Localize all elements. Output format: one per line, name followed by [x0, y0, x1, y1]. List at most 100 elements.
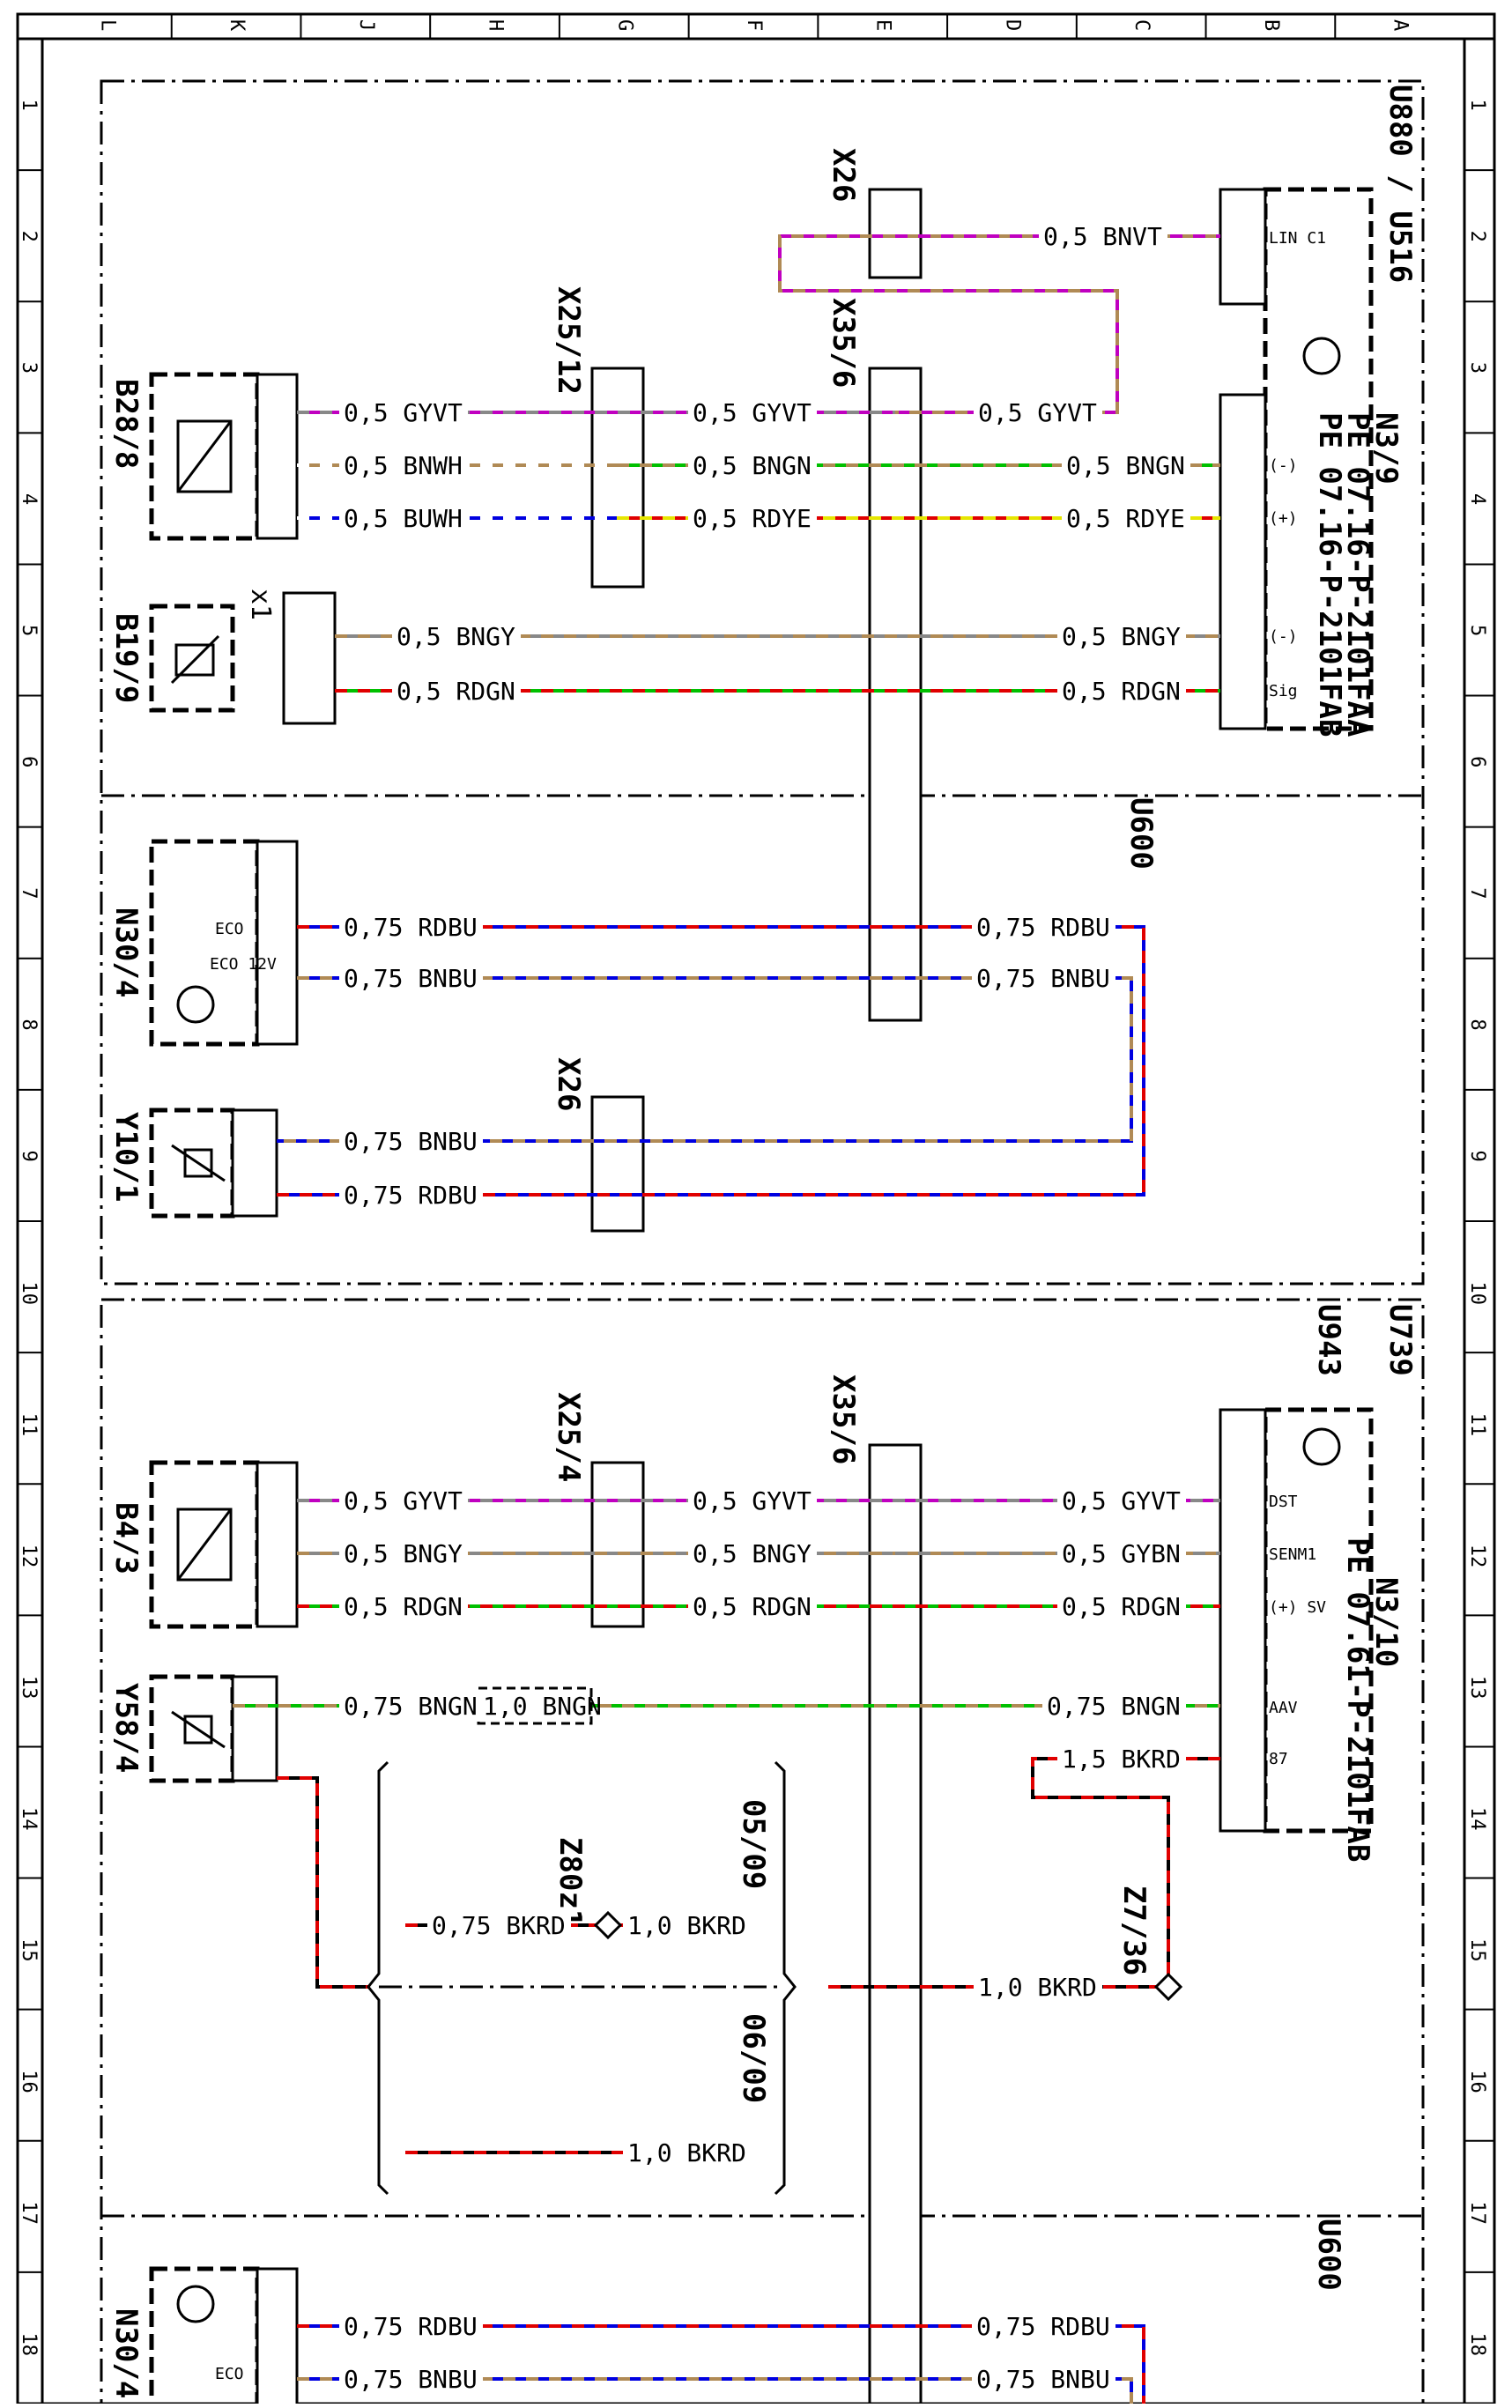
- n3-10-pinblock: [1219, 1408, 1267, 1833]
- wire3-bnbu-stripe: [297, 2377, 1133, 2404]
- x35-6-bot-conn: [868, 1443, 923, 2405]
- wire-label-bg: [1057, 622, 1186, 652]
- wire-label-w2_rdgn_a: 0,5 RDGN: [344, 1592, 463, 1621]
- grid-row-label: 14: [1466, 1807, 1488, 1831]
- wire-label-w_gyvt_a: 0,5 GYVT: [344, 398, 463, 427]
- y58-4-box: [149, 1674, 235, 1783]
- pin-n30-4-b-eco: ECO: [215, 2365, 244, 2383]
- wire-label-bg: [1057, 677, 1186, 707]
- wire-label-bg: [427, 1911, 571, 1941]
- grid-row-label: 3: [18, 362, 40, 374]
- label-x25-12: X25/12: [551, 286, 586, 395]
- wire-label-bg: [1039, 222, 1167, 252]
- grid-row-label: 5: [1466, 625, 1488, 636]
- grid-row-label: 9: [18, 1150, 40, 1161]
- grid-row-label: 18: [18, 2332, 40, 2356]
- wire-label-bg: [339, 1486, 468, 1516]
- n3-10-box: [1263, 1407, 1374, 1834]
- wire-label-bg: [974, 1973, 1102, 2003]
- grid-row-label: 11: [18, 1413, 40, 1437]
- pin-n3-10-senm1: SENM1: [1269, 1545, 1316, 1564]
- wire-label-w2_bngy_a: 0,5 BNGY: [344, 1539, 463, 1568]
- grid-col-label: H: [485, 19, 507, 31]
- grid-col-label: F: [743, 19, 765, 31]
- grid-col-label: B: [1260, 19, 1282, 31]
- y58-4-conn: [231, 1675, 278, 1782]
- wire-label-w_rdbu_a: 0,75 RDBU: [344, 913, 478, 942]
- grid-row-label: 10: [1466, 1282, 1488, 1306]
- wire-label-w2_bkrd_10c: 1,0 BKRD: [627, 2138, 746, 2167]
- wire-label-w_rdbu_b: 0,75 RDBU: [976, 913, 1110, 942]
- x1-conn: [282, 591, 337, 725]
- wire-label-w2_gybn: 0,5 GYBN: [1062, 1539, 1181, 1568]
- wire-label-bg: [623, 2138, 752, 2168]
- pin-n3-10-plus-sv: (+) SV: [1269, 1598, 1326, 1617]
- label-n3-9: N3/9: [1368, 412, 1404, 485]
- b28-8-conn: [256, 373, 299, 540]
- wire-label-w_bngn_b: 0,5 BNGN: [1066, 451, 1185, 480]
- pin-n3-10-aav: AAV: [1269, 1699, 1298, 1717]
- label-x35-6-top: X35/6: [826, 298, 861, 388]
- label-n3-9-pe1: PE 07.16-P-2101FAA: [1340, 412, 1375, 737]
- grid-row-label: 16: [1466, 2070, 1488, 2093]
- grid-row-label: 3: [1466, 362, 1488, 374]
- grid-row-label: 4: [18, 493, 40, 505]
- grid-row-label: 13: [18, 1676, 40, 1700]
- wire-label-bg: [1062, 451, 1190, 481]
- wire-label-bg: [972, 913, 1115, 943]
- grid-row-label: 12: [1466, 1545, 1488, 1568]
- connector-blocks: [231, 188, 1267, 2408]
- wire-label-w2_bngy_b: 0,5 BNGY: [693, 1539, 812, 1568]
- grid-row-label: 2: [1466, 231, 1488, 242]
- x25-12-conn: [590, 367, 645, 589]
- n3-9-pinblock2: [1219, 393, 1267, 730]
- y10-1-box: [149, 1108, 235, 1219]
- pin-n3-9-minus-a: (-): [1269, 456, 1298, 475]
- wire-label-w2_bngn_box: 1,0 BNGN: [483, 1692, 602, 1721]
- reference-brace: [367, 1760, 797, 2196]
- label-n30-4: N30/4: [108, 908, 144, 997]
- wire-label-w_gyvt_b: 0,5 GYVT: [693, 398, 812, 427]
- grid-row-label: 13: [1466, 1676, 1488, 1700]
- wire-label-bg: [688, 451, 817, 481]
- n3-9-pinblock: [1219, 188, 1267, 306]
- grid-row-label: 7: [18, 887, 40, 899]
- wire-label-w2_bkrd_10b: 1,0 BKRD: [978, 1973, 1097, 2002]
- grid-row-label: 1: [18, 100, 40, 111]
- wire-label-bg: [339, 1127, 483, 1157]
- wire-label-w_buwh: 0,5 BUWH: [344, 504, 463, 533]
- wire3-rdbu-stripe: [297, 2324, 1145, 2404]
- label-b28-8: B28/8: [108, 379, 144, 469]
- wire2-bkrd-y58: [277, 1776, 368, 1989]
- wire-label-bg: [688, 1486, 817, 1516]
- wire-label-bg: [1062, 504, 1190, 534]
- grid-row-label: 12: [18, 1545, 40, 1568]
- wire-label-w2_gyvt_a: 0,5 GYVT: [344, 1486, 463, 1515]
- pin-n3-9-plus: (+): [1269, 509, 1298, 528]
- x35-6-top-conn: [868, 367, 923, 1022]
- section-label-u943: U943: [1311, 1304, 1346, 1376]
- grid-row-label: 6: [18, 756, 40, 767]
- wire-label-bg: [1057, 1539, 1186, 1569]
- b19-9-box: [149, 604, 235, 713]
- n30-4-box: [149, 839, 260, 1047]
- label-b4-3: B4/3: [108, 1502, 144, 1574]
- wire-label-w2_bkrd_15: 1,5 BKRD: [1062, 1745, 1181, 1774]
- label-x25-4: X25/4: [551, 1392, 586, 1482]
- wire-label-bg: [1057, 1745, 1186, 1775]
- wire-label-w_rdbu_c: 0,75 RDBU: [344, 1181, 478, 1210]
- wire-label-bg: [688, 504, 817, 534]
- grid-row-label: 7: [1466, 887, 1488, 899]
- n30-4-b-conn: [256, 2267, 299, 2408]
- wire-label-bg: [339, 913, 483, 943]
- wire-label-bg: [974, 398, 1102, 428]
- wire-label-bg: [1042, 1692, 1186, 1722]
- wire-label-w_gyvt_c: 0,5 GYVT: [978, 398, 1097, 427]
- wire-label-w2_gyvt_c: 0,5 GYVT: [1062, 1486, 1181, 1515]
- grid-row-label: 6: [1466, 756, 1488, 767]
- wire-label-w_bnvt: 0,5 BNVT: [1043, 222, 1162, 251]
- label-x35-6-bot: X35/6: [826, 1374, 861, 1464]
